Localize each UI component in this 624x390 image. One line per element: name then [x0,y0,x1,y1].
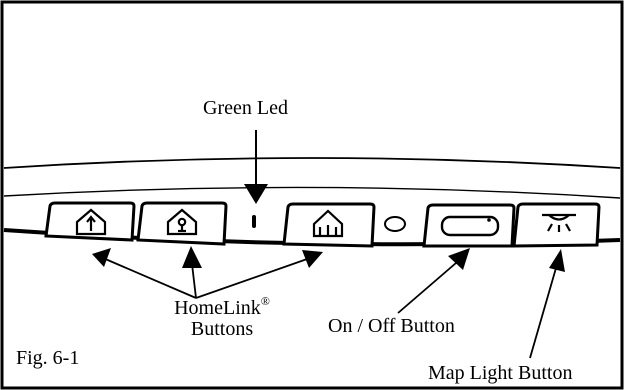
console-upper-edge [3,186,621,199]
homelink-button-3[interactable] [282,202,376,248]
homelink-label-sub: Buttons [190,318,254,340]
green-led-pointer [244,130,268,204]
green-led-label: Green Led [203,97,288,119]
homelink-label-text: HomeLink [174,297,261,319]
map-light-button[interactable] [512,202,601,248]
garage-arrow-icon [75,208,107,236]
homelink-button-1[interactable] [44,201,136,242]
homelink-button-2[interactable] [136,201,228,246]
map-light-pointer [529,249,565,359]
registered-mark: ® [260,294,270,308]
garage-bulb-icon [166,208,198,236]
indicator-light [384,216,406,232]
console-top-edge [3,157,621,169]
on-off-pointer [397,248,470,314]
garage-gate-icon [312,209,344,238]
on-off-button-label: On / Off Button [328,315,455,337]
green-led [252,215,256,228]
homelink-buttons-label: HomeLink® Buttons [166,295,278,340]
lamp-icon [542,213,576,232]
figure-number: Fig. 6-1 [16,347,80,369]
rounded-rect-button-icon [440,215,500,237]
map-light-button-label: Map Light Button [428,362,573,384]
on-off-button[interactable] [422,203,516,248]
homelink-pointers [92,246,323,299]
